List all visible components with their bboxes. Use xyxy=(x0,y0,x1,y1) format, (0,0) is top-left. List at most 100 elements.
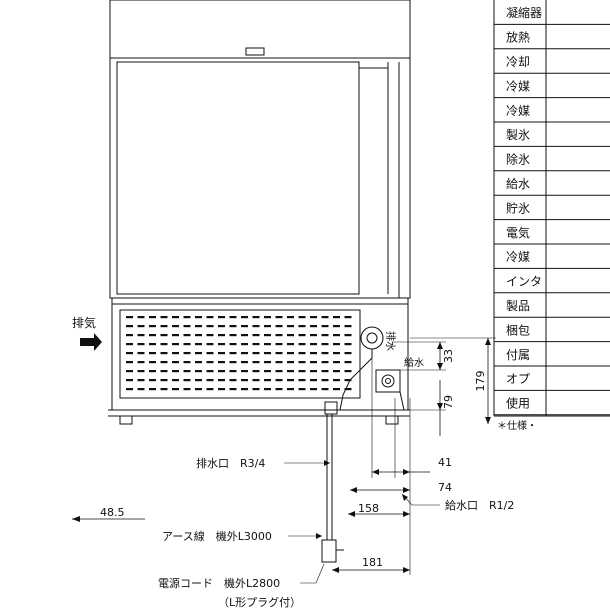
louver-slot xyxy=(298,352,306,355)
spec-row-label: 冷却 xyxy=(506,55,530,69)
louver-slot xyxy=(241,361,248,364)
louver-slot xyxy=(333,343,340,346)
louver-slot xyxy=(310,379,317,382)
drain-port-circle xyxy=(360,326,384,350)
louver-slot xyxy=(137,388,145,391)
louver-slot xyxy=(229,334,237,337)
louver-slot xyxy=(172,370,179,373)
louver-slot xyxy=(298,370,306,373)
louver-slot xyxy=(275,316,283,319)
louver-slot xyxy=(264,316,271,319)
louver-slot xyxy=(333,325,340,328)
spec-row-label: 梱包 xyxy=(506,323,530,337)
louver-slot xyxy=(160,352,168,355)
louver-slot xyxy=(137,370,145,373)
louver-slot xyxy=(160,343,168,346)
spec-row-label: 貯氷 xyxy=(506,201,530,215)
right-foot xyxy=(385,415,399,425)
louver-slot xyxy=(264,352,271,355)
lower-section xyxy=(111,297,409,411)
louver-slot xyxy=(149,325,156,328)
spec-row-label: 放熱 xyxy=(506,30,530,45)
louver-slot xyxy=(206,343,214,346)
louver-slot xyxy=(264,325,271,328)
louver-slot xyxy=(195,325,202,328)
louver-slot xyxy=(298,361,306,364)
louver-slot xyxy=(333,388,340,391)
louver-slot xyxy=(206,325,214,328)
left-foot xyxy=(119,415,133,425)
louver-slot xyxy=(287,334,294,337)
louver-slot xyxy=(310,343,317,346)
louver-slot xyxy=(137,325,145,328)
louver-slot xyxy=(149,361,156,364)
louver-slot xyxy=(287,316,294,319)
louver-slot xyxy=(310,334,317,337)
spec-row-label: 付属 xyxy=(506,348,530,362)
exhaust-arrow xyxy=(80,333,102,351)
louver-slot xyxy=(344,370,352,373)
dim-48-5: 48.5 xyxy=(100,506,125,519)
louver-slot xyxy=(310,361,317,364)
louver-slot xyxy=(321,343,329,346)
louver-slot xyxy=(218,325,225,328)
louver-slot xyxy=(252,388,260,391)
louver-slot xyxy=(287,343,294,346)
spec-row-label: 製氷 xyxy=(506,128,530,142)
louver-slot xyxy=(195,370,202,373)
louver-slot xyxy=(264,370,271,373)
louver-slot xyxy=(137,343,145,346)
louver-slot xyxy=(321,352,329,355)
spec-row-label: 凝縮器 xyxy=(506,5,542,20)
drain-mark: 排水 xyxy=(384,331,397,351)
louver-slot xyxy=(160,361,168,364)
louver-slot xyxy=(287,370,294,373)
louver-slot xyxy=(195,379,202,382)
louver-slot xyxy=(252,334,260,337)
louver-slot xyxy=(126,370,133,373)
spec-row-label: 除氷 xyxy=(506,152,530,167)
louver-slot xyxy=(137,352,145,355)
louver-slot xyxy=(229,352,237,355)
louver-slot xyxy=(252,370,260,373)
louver-slot xyxy=(344,316,352,319)
louver-slot xyxy=(172,388,179,391)
louver-slot xyxy=(172,325,179,328)
exhaust-label: 排気 xyxy=(72,315,96,330)
louver-slot xyxy=(137,316,145,319)
louver-slot xyxy=(344,325,352,328)
louver-slot xyxy=(264,334,271,337)
louver-slot xyxy=(149,352,156,355)
louver-slot xyxy=(206,361,214,364)
louver-slot xyxy=(126,388,133,391)
louver-slot xyxy=(275,343,283,346)
louver-slot xyxy=(126,361,133,364)
louver-slot xyxy=(183,343,191,346)
louver-slot xyxy=(298,334,306,337)
louver-slot xyxy=(183,370,191,373)
louver-slot xyxy=(172,316,179,319)
louver-slot xyxy=(195,352,202,355)
louver-slot xyxy=(241,343,248,346)
louver-slot xyxy=(172,343,179,346)
dim-33: 33 xyxy=(442,349,455,363)
louver-slot xyxy=(287,361,294,364)
louver-slot xyxy=(241,388,248,391)
louver-slot xyxy=(333,316,340,319)
plug-note-label: （L形プラグ付） xyxy=(218,595,301,609)
louver-slot xyxy=(275,325,283,328)
louver-slot xyxy=(344,352,352,355)
louver-slot xyxy=(275,379,283,382)
louver-slot xyxy=(206,316,214,319)
louver-slot xyxy=(287,352,294,355)
louver-slot xyxy=(183,352,191,355)
louver-slot xyxy=(252,343,260,346)
main-body xyxy=(109,57,411,299)
louver-slot xyxy=(229,370,237,373)
louver-slot xyxy=(206,370,214,373)
louver-slot xyxy=(137,379,145,382)
louver-slot xyxy=(126,316,133,319)
louver-slot xyxy=(183,361,191,364)
louver-slot xyxy=(218,352,225,355)
